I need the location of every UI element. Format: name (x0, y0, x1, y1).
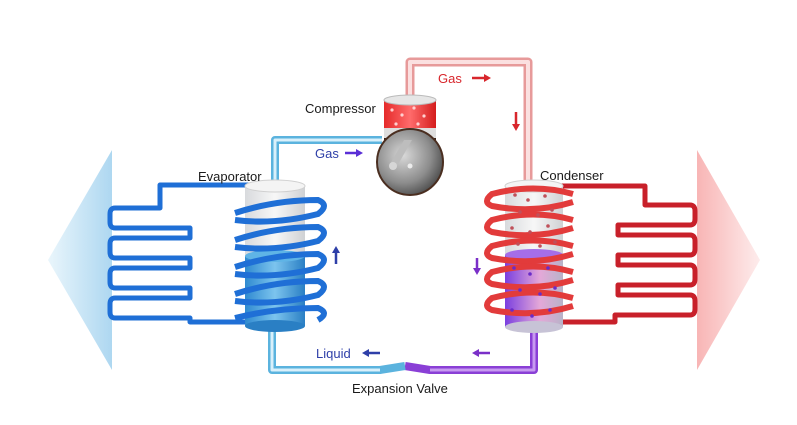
evaporator-label: Evaporator (198, 169, 262, 184)
evaporator-fin-coil (107, 182, 258, 325)
flow-arrow-icon (512, 112, 520, 131)
condenser-spiral (484, 185, 574, 317)
condenser-label: Condenser (540, 168, 604, 183)
compressor-label: Compressor (305, 101, 376, 116)
condenser-fin-coil (540, 183, 698, 325)
liquid-line-pipe-cold (268, 330, 406, 374)
flow-arrow-icon (345, 149, 363, 157)
heat-out-arrow-right-icon (697, 150, 760, 370)
suction-line-pipe (271, 136, 382, 185)
discharge-line-pipe (405, 57, 533, 185)
expansion-valve-label: Expansion Valve (352, 381, 448, 396)
heat-out-arrow-left-icon (48, 150, 112, 370)
condenser-liquid-particles (510, 266, 557, 318)
evaporator-spiral (234, 196, 327, 323)
gas-label-left: Gas (315, 146, 339, 161)
compressor (376, 94, 444, 196)
liquid-label: Liquid (316, 346, 351, 361)
flow-arrow-icon (362, 349, 380, 357)
flow-arrow-icon (473, 258, 481, 275)
flow-arrow-icon (472, 74, 491, 82)
flow-arrow-icon (332, 246, 340, 264)
flow-arrow-icon (472, 349, 490, 357)
gas-label-top: Gas (438, 71, 462, 86)
condenser-particles (510, 193, 557, 248)
liquid-line-pipe-hot (404, 330, 538, 374)
